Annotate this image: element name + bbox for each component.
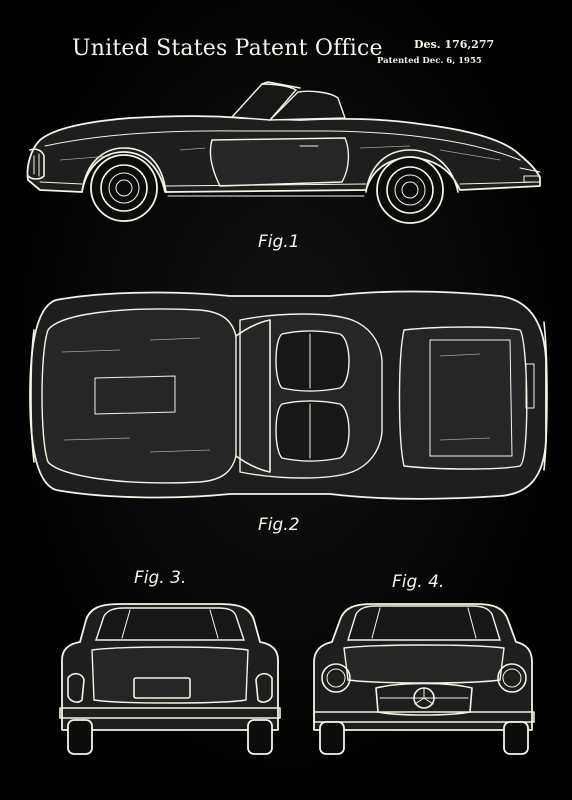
figure-4-label: Fig. 4. [392, 572, 445, 592]
rear-view-drawing [60, 604, 280, 754]
design-number: Des. 176,277 [414, 38, 495, 51]
figure-3-label: Fig. 3. [134, 568, 187, 588]
figure-2-label: Fig.2 [258, 515, 300, 535]
patent-office-title: United States Patent Office [72, 36, 383, 61]
figure-1-label: Fig.1 [258, 232, 300, 252]
patented-date: Patented Dec. 6, 1955 [377, 56, 482, 66]
side-view-drawing [28, 82, 541, 223]
top-view-drawing [30, 292, 547, 499]
front-view-drawing [314, 604, 534, 754]
